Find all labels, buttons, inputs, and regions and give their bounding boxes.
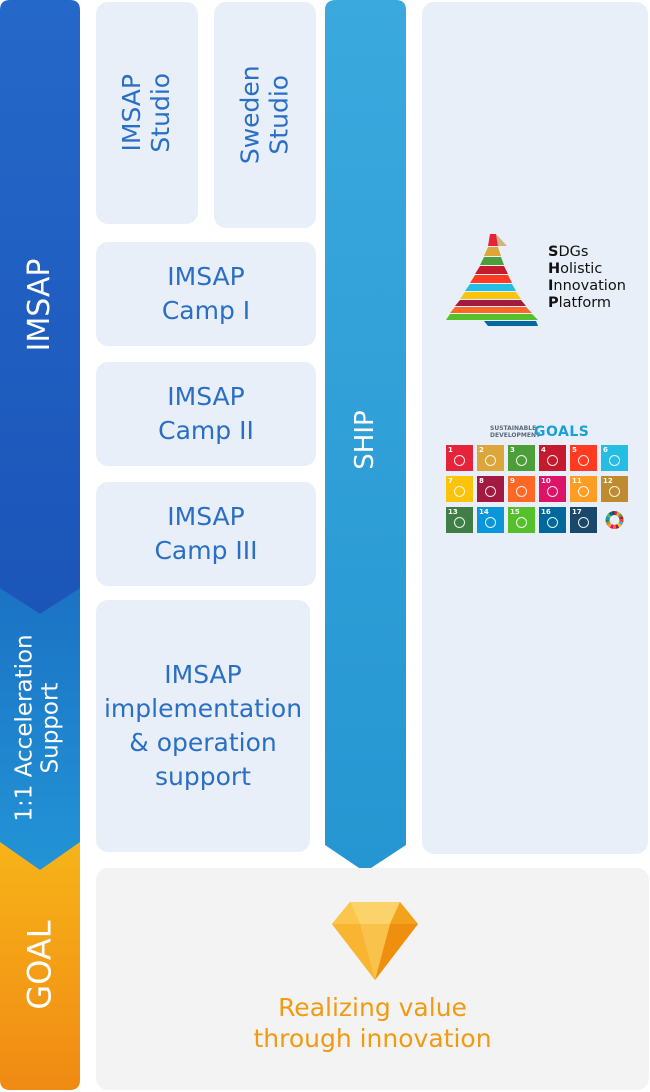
sdg-header-goals: GOALS: [534, 424, 590, 440]
sdg-goal-icon: [485, 517, 496, 528]
sdg-goal-number: 16: [541, 508, 551, 516]
sdg-goal-number: 10: [541, 477, 551, 485]
sdg-goal-14-tile: 14: [477, 507, 504, 533]
goal-statement: Realizing value through innovation: [253, 993, 492, 1053]
sdg-goal-number: 5: [572, 446, 577, 454]
ship-logo-line-1: SDGs: [548, 244, 589, 260]
sdg-header: SUSTAINABLE DEVELOPMENT GOALS: [446, 424, 626, 442]
ship-resources-panel: [422, 2, 648, 854]
goal-stage-label: GOAL: [20, 920, 59, 1010]
acceleration-bar: [0, 585, 80, 870]
sdg-goal-icon: [516, 486, 527, 497]
diamond-icon: [332, 902, 418, 980]
implementation-support-label: IMSAP implementation & operation support: [103, 660, 303, 791]
camp-1-box: IMSAP Camp I: [96, 242, 316, 346]
imsap-studio-box: IMSAP Studio: [96, 2, 198, 224]
sdg-goal-8-tile: 8: [477, 476, 504, 502]
sdg-goal-4-tile: 4: [539, 445, 566, 471]
sdg-goal-2-tile: 2: [477, 445, 504, 471]
sdg-goal-9-tile: 9: [508, 476, 535, 502]
sdg-wheel-icon: [605, 511, 624, 529]
sdg-goal-number: 4: [541, 446, 546, 454]
sdg-goal-5-tile: 5: [570, 445, 597, 471]
sdg-goal-icon: [547, 455, 558, 466]
sdg-goal-6-tile: 6: [601, 445, 628, 471]
sdg-goal-number: 6: [603, 446, 608, 454]
sdg-goal-icon: [485, 455, 496, 466]
sdg-goal-number: 11: [572, 477, 582, 485]
sdg-goal-7-tile: 7: [446, 476, 473, 502]
ship-logo-line-2: Holistic: [548, 261, 603, 277]
camp-3-label: IMSAP Camp III: [154, 502, 258, 565]
sdg-goal-icon: [547, 486, 558, 497]
sdg-goal-13-tile: 13: [446, 507, 473, 533]
ship-stage-label: SHIP: [350, 410, 380, 470]
sdg-goal-icon: [578, 486, 589, 497]
sdg-goal-17-tile: 17: [570, 507, 597, 533]
sweden-studio-label: Sweden Studio: [235, 65, 293, 165]
sdg-goal-icon: [609, 486, 620, 497]
sdg-goal-icon: [609, 455, 620, 466]
goal-bar: [0, 840, 80, 1090]
sdg-goal-15-tile: 15: [508, 507, 535, 533]
ship-logo-text: SDGs Holistic Innovation Platform: [548, 244, 626, 312]
sdg-goal-number: 9: [510, 477, 515, 485]
sdg-wheel-center: [609, 515, 620, 525]
sdg-goal-icon: [454, 455, 465, 466]
sdg-goal-number: 12: [603, 477, 613, 485]
sdg-goal-icon: [578, 455, 589, 466]
ship-logo-line-3: Innovation: [548, 278, 626, 294]
sdg-goal-icon: [578, 517, 589, 528]
acceleration-stage-text: 1:1 Acceleration Support: [11, 634, 64, 822]
sdg-header-small: SUSTAINABLE DEVELOPMENT: [490, 425, 541, 439]
sdg-goal-number: 15: [510, 508, 520, 516]
camp-2-label: IMSAP Camp II: [158, 382, 254, 445]
sdg-goal-number: 13: [448, 508, 458, 516]
implementation-support-box: IMSAP implementation & operation support: [96, 600, 310, 852]
sdg-goal-number: 3: [510, 446, 515, 454]
sdg-goal-number: 17: [572, 508, 582, 516]
sdg-goal-16-tile: 16: [539, 507, 566, 533]
sdg-goal-icon: [516, 455, 527, 466]
sdg-goal-icon: [454, 517, 465, 528]
ship-pyramid-logo: [446, 234, 538, 326]
sdg-goal-number: 2: [479, 446, 484, 454]
imsap-studio-label: IMSAP Studio: [117, 73, 175, 153]
camp-3-box: IMSAP Camp III: [96, 482, 316, 586]
acceleration-stage-label: 1:1 Acceleration Support: [12, 634, 65, 821]
sdg-goal-number: 1: [448, 446, 453, 454]
camp-1-label: IMSAP Camp I: [161, 262, 251, 325]
sdg-goal-1-tile: 1: [446, 445, 473, 471]
ship-logo-line-4: Platform: [548, 295, 612, 311]
sweden-studio-box: Sweden Studio: [214, 2, 316, 228]
sdg-goal-number: 14: [479, 508, 489, 516]
sdg-goal-icon: [547, 517, 558, 528]
imsap-stage-label: IMSAP: [21, 258, 57, 352]
ship-bar: [325, 0, 406, 872]
sdg-goal-icon: [485, 486, 496, 497]
sdg-goal-number: 8: [479, 477, 484, 485]
sdg-goal-11-tile: 11: [570, 476, 597, 502]
sdg-goal-icon: [454, 486, 465, 497]
sdg-goal-icon: [516, 517, 527, 528]
imsap-bar: [0, 0, 80, 614]
sdg-goal-3-tile: 3: [508, 445, 535, 471]
sdg-goal-number: 7: [448, 477, 453, 485]
sdg-goal-12-tile: 12: [601, 476, 628, 502]
camp-2-box: IMSAP Camp II: [96, 362, 316, 466]
sdg-goal-10-tile: 10: [539, 476, 566, 502]
